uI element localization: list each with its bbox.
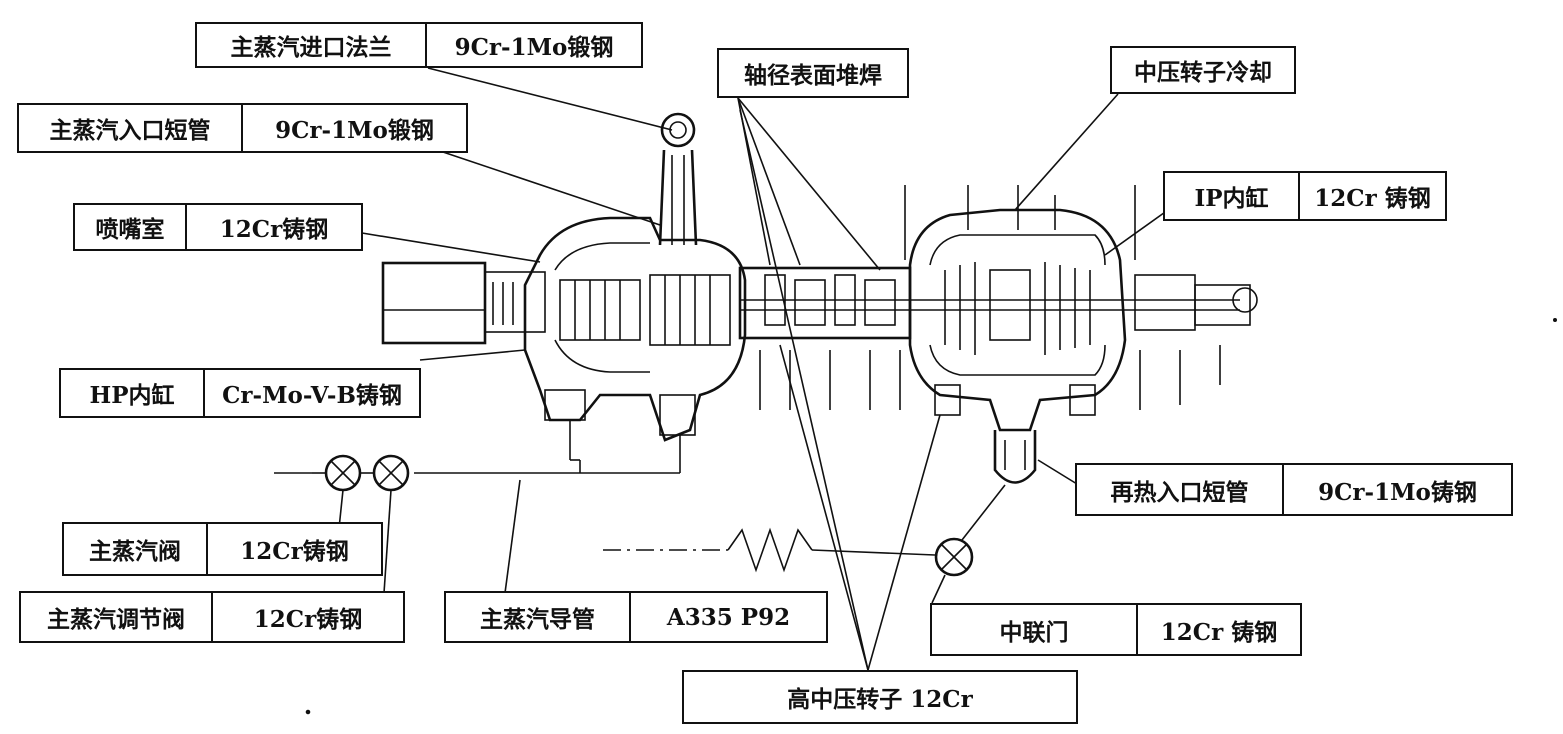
part-name: 主蒸汽进口法兰 — [230, 34, 392, 61]
material: 12Cr铸钢 — [185, 205, 361, 249]
label-main-stop-valve: 主蒸汽阀 12Cr铸钢 — [62, 522, 383, 576]
reheat-line — [603, 527, 936, 573]
material: 12Cr 铸钢 — [1136, 605, 1300, 654]
part-name: 主蒸汽导管 — [480, 606, 595, 633]
part-name: 喷嘴室 — [95, 216, 165, 243]
label-journal-overlay: 轴径表面堆焊 — [717, 48, 909, 98]
part-name: 再热入口短管 — [1110, 478, 1249, 506]
reheat-inlet — [993, 430, 1037, 484]
ip-casing — [904, 185, 1258, 432]
part-name: HP内缸 — [89, 382, 175, 409]
part-name: 主蒸汽入口短管 — [49, 117, 211, 144]
material: 12Cr 铸钢 — [1298, 173, 1445, 219]
part-name: 主蒸汽阀 — [89, 538, 181, 565]
material: 12Cr铸钢 — [206, 524, 381, 574]
material: A335 P92 — [629, 593, 826, 641]
material: 9Cr-1Mo铸钢 — [1282, 465, 1511, 514]
label-main-steam-lead: 主蒸汽导管 A335 P92 — [444, 591, 828, 643]
main-steam-piping — [274, 420, 681, 474]
material: 9Cr-1Mo锻钢 — [241, 105, 466, 151]
part-name: 高中压转子 12Cr — [787, 686, 973, 713]
label-nozzle-chamber: 喷嘴室 12Cr铸钢 — [73, 203, 363, 251]
part-name: 中压转子冷却 — [1134, 59, 1272, 86]
part-name: 轴径表面堆焊 — [744, 62, 882, 89]
label-ip-rotor-cooling: 中压转子冷却 — [1110, 46, 1296, 94]
main-stop-valve-symbol — [312, 454, 373, 492]
part-name: IP内缸 — [1194, 185, 1269, 212]
label-ip-inner-casing: IP内缸 12Cr 铸钢 — [1163, 171, 1447, 221]
hp-end-block — [381, 261, 546, 345]
label-ip-combined-valve: 中联门 12Cr 铸钢 — [930, 603, 1302, 656]
label-reheat-inlet-pipe: 再热入口短管 9Cr-1Mo铸钢 — [1075, 463, 1513, 516]
label-hp-inner-casing: HP内缸 Cr-Mo-V-B铸钢 — [59, 368, 421, 418]
speck — [1553, 318, 1557, 322]
label-hip-rotor: 高中压转子 12Cr — [682, 670, 1078, 724]
ip-valve-symbol — [934, 537, 974, 577]
leader-lines — [337, 67, 1169, 671]
speck — [305, 709, 311, 715]
material: 9Cr-1Mo锻钢 — [425, 24, 641, 66]
label-main-steam-inlet-pipe: 主蒸汽入口短管 9Cr-1Mo锻钢 — [17, 103, 468, 153]
hp-casing — [523, 216, 747, 442]
control-valve-symbol — [372, 454, 410, 492]
material: Cr-Mo-V-B铸钢 — [203, 370, 419, 416]
material: 12Cr铸钢 — [211, 593, 403, 641]
part-name: 主蒸汽调节阀 — [47, 606, 185, 633]
label-main-control-valve: 主蒸汽调节阀 12Cr铸钢 — [19, 591, 405, 643]
part-name: 中联门 — [999, 618, 1069, 646]
inlet-pipe — [658, 112, 698, 246]
label-main-steam-inlet-flange: 主蒸汽进口法兰 9Cr-1Mo锻钢 — [195, 22, 643, 68]
